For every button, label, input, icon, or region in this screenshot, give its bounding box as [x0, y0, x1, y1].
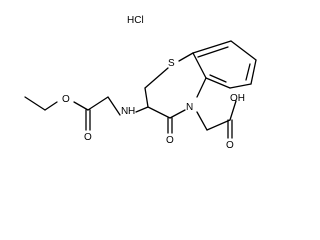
structure-canvas: HCl [24, 15, 257, 151]
bond-ch-to-nh [135, 106, 149, 113]
bond-benzene-inner-1 [197, 46, 229, 58]
bond-benzene-6 [192, 52, 207, 79]
atom-lactam-oxygen: O [166, 135, 174, 146]
molecule-atoms: S N O N H O O OH O [62, 58, 245, 151]
atom-ester-carbonyl-oxygen: O [84, 132, 92, 143]
bond-ch2-to-ch [144, 87, 149, 108]
bond-ch2-to-acid-c [206, 119, 231, 131]
bond-s-to-aryl [178, 52, 194, 62]
bond-ch2-to-ester-c [87, 96, 109, 111]
bond-n-to-aryl [196, 77, 207, 98]
bond-benzene-1 [192, 40, 232, 54]
atom-sulfur: S [168, 58, 175, 69]
atom-acid-hydroxyl: OH [230, 93, 245, 104]
bond-benzene-inner-2 [245, 63, 251, 81]
bond-acid-c-to-oh [229, 100, 237, 121]
atom-acid-carbonyl-oxygen: O [226, 140, 234, 151]
atom-ester-ether-oxygen: O [62, 94, 70, 105]
molecule-bonds [24, 40, 257, 139]
bond-benzene-3 [250, 59, 257, 85]
bond-ch-to-carbonyl [147, 106, 171, 119]
bond-carbonyl-to-n [169, 109, 186, 119]
atom-ring-nitrogen: N [186, 102, 193, 113]
bond-benzene-5 [205, 77, 231, 89]
bond-ch2-to-ch3 [24, 96, 46, 111]
bond-benzene-2 [230, 40, 257, 61]
bond-nh-to-ch2 [107, 96, 121, 116]
bond-s-to-ch2 [144, 67, 169, 89]
bond-ester-c-to-o [73, 101, 89, 111]
atom-amine-nitrogen: N [121, 106, 128, 117]
bond-n-to-ch2 [196, 111, 208, 131]
salt-label: HCl [127, 15, 144, 26]
bond-benzene-4 [229, 83, 252, 89]
bond-o-to-ch2 [44, 101, 58, 111]
atom-amine-hydrogen: H [128, 106, 135, 117]
bond-benzene-inner-3 [209, 74, 227, 83]
